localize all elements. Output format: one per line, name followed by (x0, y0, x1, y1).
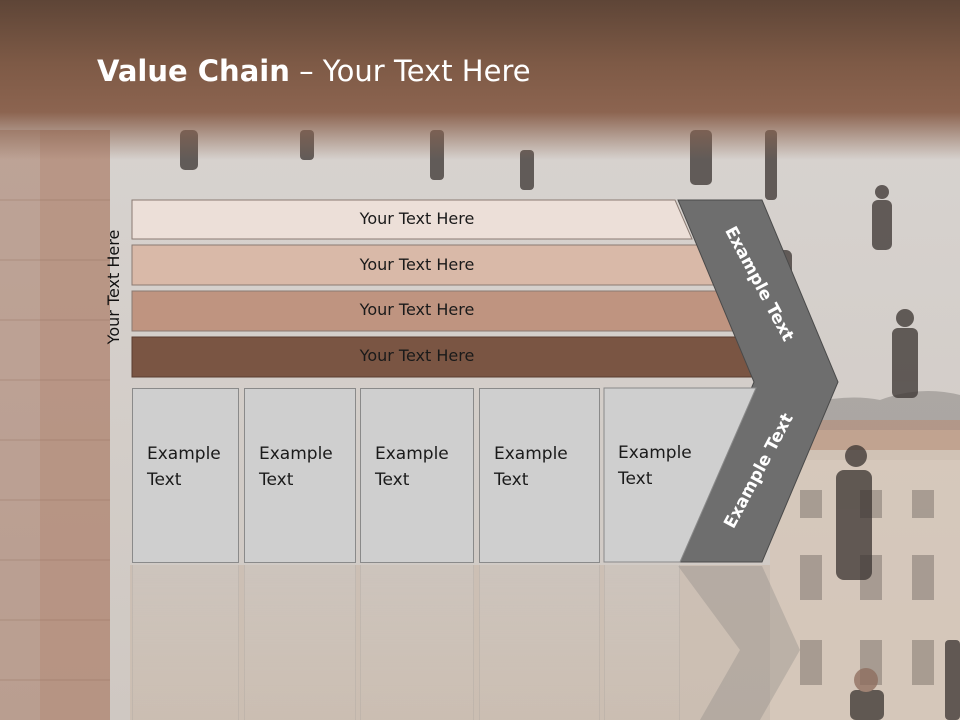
row-shape-1 (131, 199, 693, 240)
chevron-reflection (678, 566, 800, 720)
box-5-line1: Example (618, 443, 692, 463)
box-shape-5 (603, 387, 757, 563)
title-band (0, 0, 960, 160)
box-3-line1: Example (375, 444, 449, 464)
row-3-label: Your Text Here (359, 300, 475, 319)
box-1-line1: Example (147, 444, 221, 464)
slide-title: Value Chain – Your Text Here (97, 54, 531, 88)
row-1-label: Your Text Here (359, 209, 475, 228)
box-2-line1: Example (259, 444, 333, 464)
box-2-reflection (244, 565, 356, 720)
box-2-line2: Text (259, 470, 294, 490)
row-4-label: Your Text Here (359, 346, 475, 365)
title-rest: – Your Text Here (289, 54, 531, 88)
box-5-reflection (604, 565, 680, 720)
box-4-reflection (479, 565, 600, 720)
box-4-line1: Example (494, 444, 568, 464)
box-1-line2: Text (147, 470, 182, 490)
box-5-line2: Text (618, 469, 653, 489)
row-2-label: Your Text Here (359, 255, 475, 274)
box-3-line2: Text (375, 470, 410, 490)
title-bold: Value Chain (97, 54, 290, 88)
box-4-line2: Text (494, 470, 529, 490)
box-3-reflection (360, 565, 474, 720)
box-1-reflection (132, 565, 239, 720)
